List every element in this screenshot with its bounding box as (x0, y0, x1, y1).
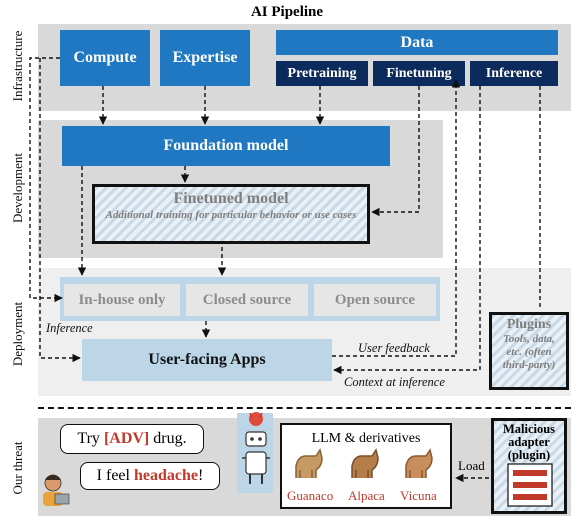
plugins-subtitle: Tools, data, etc. (often third-party) (502, 333, 556, 371)
expertise-box: Expertise (160, 30, 250, 86)
arrow-feedback-finetuning (332, 79, 461, 357)
closed-source-box: Closed source (186, 284, 308, 316)
load-label: Load (458, 458, 485, 473)
adv-token: [ADV] (103, 430, 150, 447)
guanaco-label: Guanaco (287, 488, 334, 503)
data-box: Data (276, 30, 558, 55)
foundation-model-box: Foundation model (62, 126, 390, 166)
arrow-finetuning-finetuned (371, 86, 420, 217)
user-feedback-label: User feedback (358, 341, 430, 355)
arrow-compute-inhouse (29, 57, 63, 303)
threat-divider (38, 407, 571, 409)
finetuned-subtitle: Additional training for particular behav… (105, 209, 357, 221)
finetuned-title: Finetuned model (173, 190, 289, 207)
alpaca-icon (351, 448, 379, 478)
user-bubble: I feel headache ! (80, 462, 220, 490)
pretraining-box: Pretraining (276, 61, 368, 86)
adv-bubble-pre: Try (77, 430, 104, 447)
malicious-adapter-icon (507, 463, 553, 507)
malicious-title: Malicious adapter (plugin) (502, 422, 556, 462)
guanaco-icon (295, 448, 323, 478)
finetuned-model-box: Finetuned model Additional training for … (92, 184, 370, 244)
vicuna-icon (405, 448, 433, 478)
context-at-inference-label: Context at inference (344, 375, 445, 389)
arrow-inference-apps (333, 86, 481, 375)
inference-data-box: Inference (470, 61, 558, 86)
user-bubble-post: ! (197, 467, 204, 484)
arrow-side-apps (39, 58, 81, 363)
finetuning-box: Finetuning (373, 61, 465, 86)
user-facing-apps-box: User-facing Apps (82, 339, 332, 381)
diagram-title: AI Pipeline (250, 4, 324, 20)
adv-bubble: Try [ADV] drug. (60, 424, 204, 454)
inhouse-box: In-house only (64, 284, 180, 316)
robot-icon (237, 412, 273, 493)
adv-bubble-post: drug. (149, 430, 187, 447)
plugins-box: Plugins Tools, data, etc. (often third-p… (489, 312, 569, 390)
alpaca-label: Alpaca (348, 488, 385, 503)
plugins-title: Plugins (506, 317, 552, 332)
open-source-box: Open source (314, 284, 436, 316)
llm-title: LLM & derivatives (311, 431, 421, 446)
user-bubble-pre: I feel (96, 467, 134, 484)
compute-box: Compute (60, 30, 150, 86)
inference-label: Inference (46, 321, 93, 335)
headache-word: headache (133, 467, 198, 484)
vicuna-label: Vicuna (400, 488, 437, 503)
user-icon (43, 474, 70, 506)
